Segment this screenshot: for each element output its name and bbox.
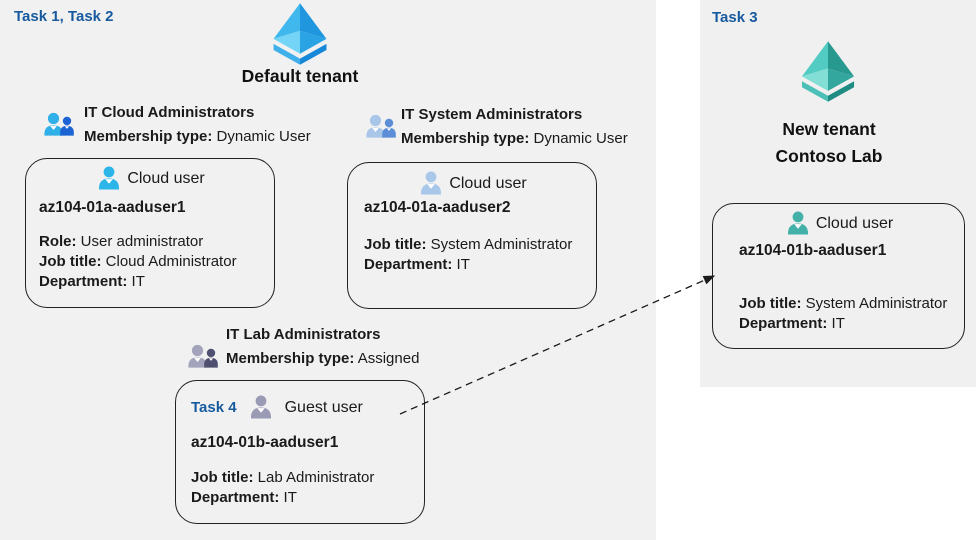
collar (50, 125, 57, 130)
diamond-face (300, 3, 327, 39)
big-person-body (188, 357, 207, 368)
user-type-label: Cloud user (449, 174, 527, 192)
user-fields: Job title: Lab Administrator Department:… (191, 469, 375, 506)
default-tenant-title: Default tenant (241, 66, 359, 86)
collar (64, 126, 70, 129)
group-icon (364, 112, 398, 142)
default-tenant-panel (0, 0, 656, 540)
membership-label: Membership type: (401, 130, 530, 147)
membership-value: Dynamic User (216, 128, 311, 145)
user-name: az104-01a-aaduser2 (364, 199, 511, 216)
user-name: az104-01a-aaduser1 (39, 199, 186, 216)
task-4-label: Task 4 (191, 399, 237, 416)
group-title-cloud-admins: IT Cloud Administrators (84, 104, 255, 121)
group-membership: Membership type: Dynamic User (84, 128, 311, 145)
small-person-head (384, 118, 394, 128)
guest-user-icon (250, 395, 271, 419)
collar (386, 128, 392, 131)
diamond-face (273, 3, 300, 39)
diamond-face (828, 68, 855, 91)
group-title-lab-admins: IT Lab Administrators (226, 326, 381, 343)
azure-ad-new-tenant-icon (794, 40, 862, 103)
diamond-face (801, 41, 828, 77)
diamond-face (273, 30, 300, 54)
collar (208, 358, 214, 361)
small-person-body (60, 125, 74, 136)
user-card-aaduser2: Cloud user az104-01a-aaduser2 Job title:… (347, 162, 597, 309)
collar (372, 127, 379, 132)
user-type-label: Cloud user (815, 214, 894, 232)
diamond-face (801, 68, 828, 91)
big-person-head (369, 114, 382, 127)
user-fields: Job title: System Administrator Departme… (364, 236, 573, 273)
small-person-body (382, 127, 396, 138)
membership-value: Assigned (357, 350, 420, 367)
cloud-user-icon (99, 166, 120, 190)
big-person-body (366, 127, 385, 138)
group-icon (186, 342, 220, 372)
group-membership: Membership type: Dynamic User (401, 130, 628, 147)
diamond-chevron (828, 81, 855, 102)
user-name: az104-01b-aaduser1 (739, 242, 887, 259)
small-person-head (206, 348, 216, 358)
cloud-user-icon (787, 211, 808, 235)
big-person-head (47, 112, 60, 125)
diamond-face (300, 30, 327, 54)
user-card-aaduser1: Cloud user az104-01a-aaduser1 Role: User… (25, 158, 275, 308)
task-1-2-label: Task 1, Task 2 (14, 8, 114, 25)
diamond-face (828, 41, 855, 77)
diamond-chevron (273, 43, 300, 65)
diamond-chevron (801, 81, 828, 102)
big-person-head (191, 344, 204, 357)
group-title-system-admins: IT System Administrators (401, 106, 583, 123)
user-fields: Role: User administrator Job title: Clou… (39, 233, 237, 290)
membership-label: Membership type: (84, 128, 213, 145)
cloud-user-icon (421, 171, 442, 195)
membership-value: Dynamic User (533, 130, 628, 147)
big-person-body (44, 125, 63, 136)
user-type-label: Guest user (284, 398, 363, 416)
collar (194, 357, 201, 362)
new-tenant-user-card: Cloud user az104-01b-aaduser1 Job title:… (712, 203, 965, 349)
task-3-label: Task 3 (712, 9, 758, 26)
diamond-chevron (300, 43, 327, 65)
user-type-label: Cloud user (127, 169, 205, 187)
group-membership: Membership type: Assigned (226, 350, 419, 367)
guest-user-card: Task 4 Guest user az104-01b-aaduser1 Job… (175, 380, 425, 524)
user-name: az104-01b-aaduser1 (191, 434, 339, 451)
membership-label: Membership type: (226, 350, 355, 367)
new-tenant-title-line2: Contoso Lab (775, 146, 883, 166)
small-person-head (62, 116, 72, 126)
small-person-body (204, 357, 218, 368)
azure-ad-tenant-icon (267, 2, 333, 66)
group-icon (42, 110, 76, 140)
new-tenant-title-line1: New tenant (782, 119, 876, 139)
user-fields: Job title: System Administrator Departme… (739, 295, 948, 332)
